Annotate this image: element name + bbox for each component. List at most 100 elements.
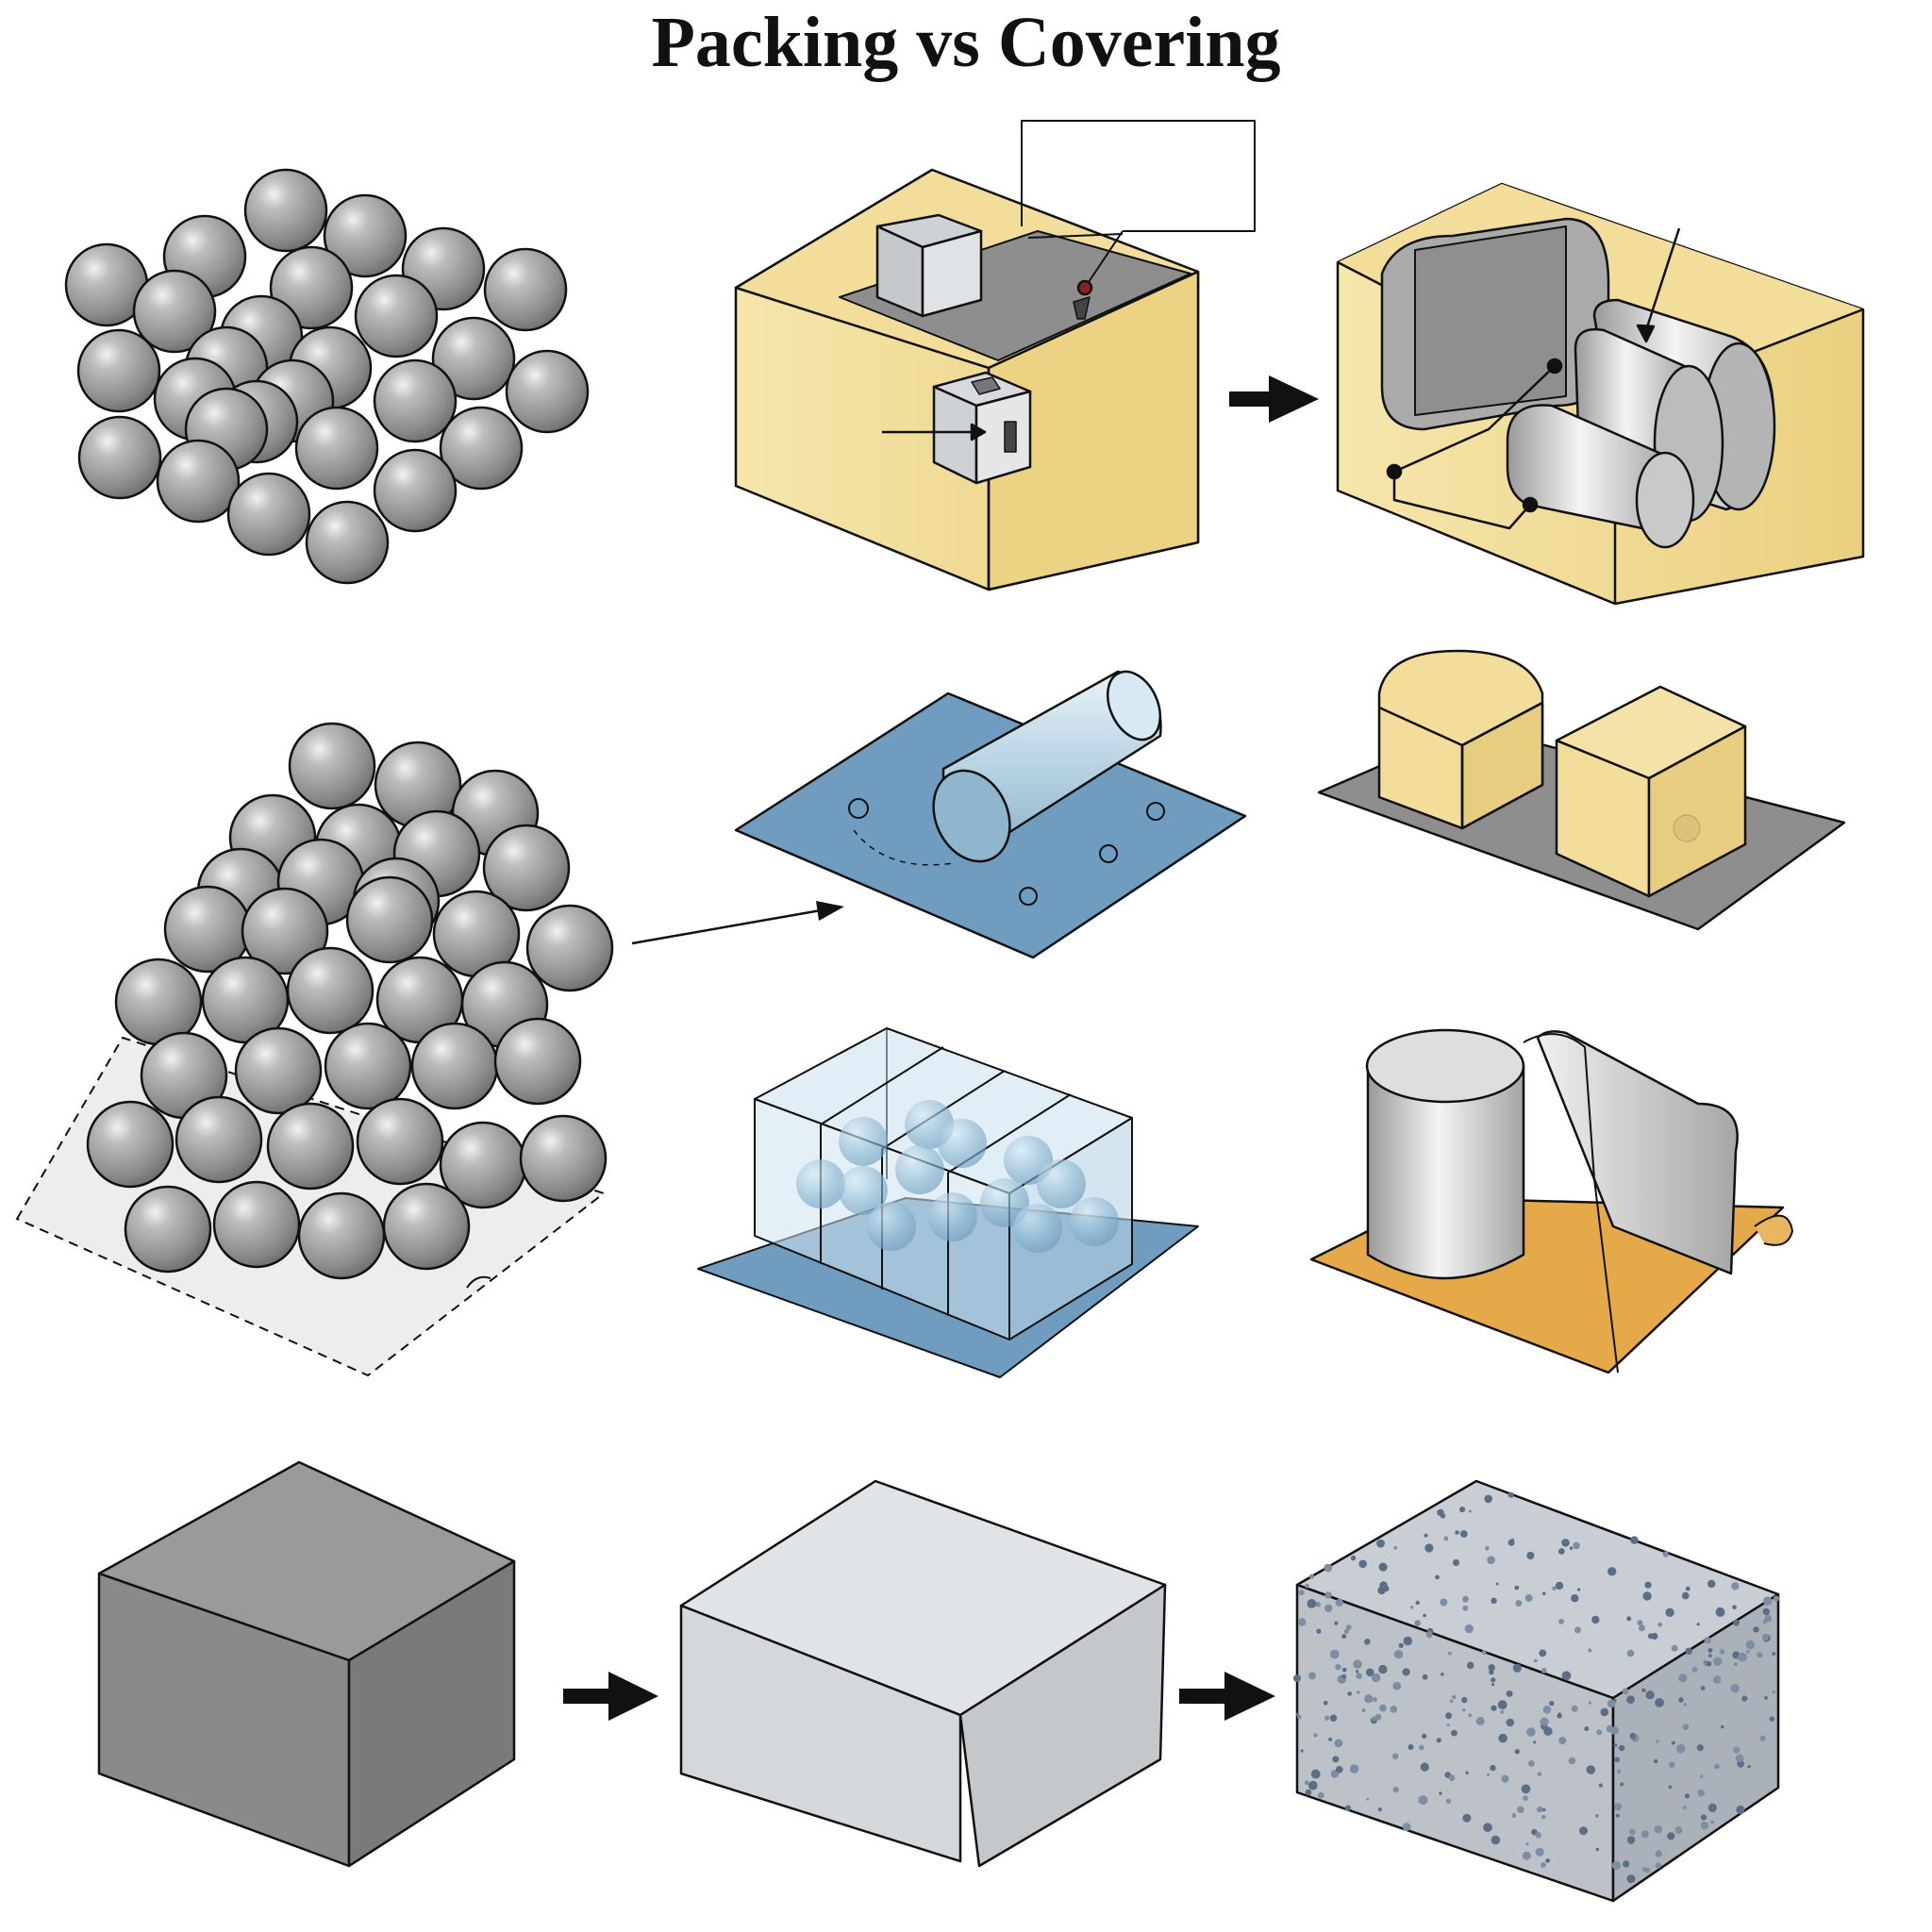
pore <box>1445 1798 1452 1805</box>
pore <box>1298 1590 1305 1596</box>
solid-cylinder <box>1365 1028 1525 1280</box>
sphere <box>212 1180 301 1269</box>
curled-sheet <box>1523 1030 1739 1374</box>
pore <box>1374 1713 1382 1721</box>
pore <box>1398 1642 1404 1648</box>
pore <box>1378 1562 1388 1572</box>
pore <box>1407 1744 1414 1750</box>
pore <box>1700 1822 1708 1830</box>
pore <box>1549 1700 1555 1707</box>
pore <box>1358 1559 1367 1569</box>
sphere <box>980 1178 1029 1227</box>
pore <box>1484 1494 1492 1504</box>
pore <box>1402 1823 1411 1831</box>
pore <box>1345 1624 1352 1631</box>
pore <box>1662 1551 1670 1557</box>
sphere-pile-3d <box>15 722 614 1377</box>
pore <box>1391 1753 1399 1759</box>
pore <box>1447 1651 1452 1656</box>
pore <box>1598 1783 1603 1788</box>
pore <box>1378 1664 1388 1674</box>
pore <box>1403 1636 1413 1646</box>
pore <box>1584 1726 1590 1731</box>
pore <box>1371 1673 1381 1683</box>
pore <box>1481 1650 1487 1655</box>
pore <box>1497 1700 1507 1709</box>
pore <box>1446 1724 1450 1727</box>
pore <box>1574 1626 1581 1634</box>
sphere <box>76 328 161 413</box>
sphere <box>439 406 524 491</box>
pore <box>1638 1624 1645 1632</box>
pore <box>1324 1563 1333 1573</box>
solid-dark-box <box>97 1460 516 1868</box>
pore <box>1324 1604 1333 1612</box>
pore <box>1489 1669 1494 1675</box>
cylinder-front <box>1506 404 1695 549</box>
pore <box>1366 1797 1370 1801</box>
pore <box>1615 1813 1620 1818</box>
pore <box>1655 1850 1662 1857</box>
sphere <box>86 1100 175 1189</box>
pore <box>1685 1647 1692 1656</box>
sphere <box>1037 1159 1086 1208</box>
pore <box>1475 1716 1485 1725</box>
pore <box>1402 1668 1410 1676</box>
sphere <box>132 269 217 354</box>
page-title: Packing vs Covering <box>651 3 1281 82</box>
pore <box>1720 1724 1724 1729</box>
pore <box>1545 1858 1551 1863</box>
pore <box>1392 1787 1399 1793</box>
pore <box>1654 1824 1663 1834</box>
pore <box>1305 1583 1309 1589</box>
pore <box>1555 1581 1564 1591</box>
pore <box>1488 1664 1495 1672</box>
cylinder-slab <box>1380 217 1610 431</box>
pore <box>1637 1620 1643 1626</box>
pore <box>1626 1695 1635 1705</box>
pore <box>1678 1674 1688 1683</box>
pore <box>1487 1556 1495 1564</box>
pore <box>1644 1867 1651 1874</box>
pore <box>1613 1743 1618 1747</box>
pore <box>1626 1836 1636 1844</box>
pore <box>1704 1637 1711 1644</box>
pore <box>1588 1648 1592 1653</box>
sphere <box>1013 1204 1062 1253</box>
pore <box>1691 1666 1698 1673</box>
pore <box>1439 1791 1442 1795</box>
pore <box>1738 1652 1747 1662</box>
pore <box>1355 1670 1359 1674</box>
pore <box>1415 1600 1420 1606</box>
pore <box>1526 1551 1535 1560</box>
pore <box>1423 1613 1426 1618</box>
pore <box>1315 1601 1321 1607</box>
pore <box>1539 1649 1547 1657</box>
pore <box>1622 1688 1629 1695</box>
sphere <box>938 1119 987 1168</box>
pore <box>1641 1830 1649 1839</box>
pore <box>1445 1712 1453 1720</box>
pore <box>1524 1594 1533 1602</box>
sphere <box>297 1191 386 1280</box>
pore <box>1329 1649 1340 1659</box>
pore <box>1425 1631 1433 1639</box>
pore <box>1341 1667 1347 1673</box>
sphere <box>796 1159 845 1208</box>
pore <box>1769 1716 1775 1722</box>
pore <box>1491 1705 1497 1711</box>
arrow-row4-a <box>563 1672 658 1721</box>
sand-block-with-cylinders <box>1336 182 1865 606</box>
sphere <box>266 1102 355 1191</box>
pore <box>1491 1597 1497 1605</box>
pore <box>1586 1765 1596 1774</box>
pore <box>1759 1735 1766 1741</box>
pore <box>1491 1683 1495 1687</box>
pore <box>1324 1700 1328 1706</box>
sphere <box>114 958 203 1046</box>
pore <box>1424 1533 1428 1538</box>
pore <box>1644 1581 1652 1589</box>
pore <box>1696 1623 1700 1626</box>
pore <box>1422 1674 1428 1680</box>
pore <box>1674 1826 1683 1834</box>
